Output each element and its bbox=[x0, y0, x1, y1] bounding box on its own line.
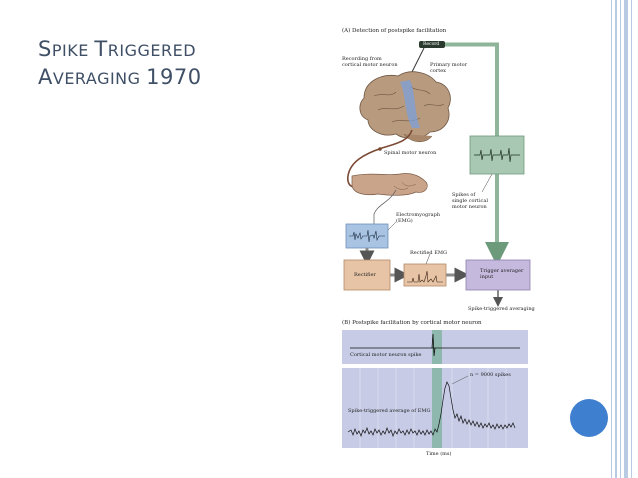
rectified-emg-box bbox=[403, 263, 447, 287]
n-spikes-callout bbox=[451, 375, 469, 385]
rectified-emg-label: Rectified EMG bbox=[410, 250, 447, 256]
spike-time-highlight bbox=[432, 330, 442, 364]
sta-emg-trace bbox=[347, 381, 516, 438]
time-axis-label: Time (ms) bbox=[426, 451, 452, 457]
record-label: Record bbox=[423, 41, 440, 47]
border-line bbox=[624, 0, 628, 478]
rectified-emg-callout bbox=[425, 253, 431, 265]
figure-drawing bbox=[342, 41, 531, 448]
slide-title: SPIKE TRIGGERED AVERAGING 1970 bbox=[38, 36, 298, 92]
title-smallcaps: PIKE bbox=[51, 41, 95, 60]
title-cap: S bbox=[38, 37, 52, 61]
cortex-label: cortex bbox=[430, 68, 446, 74]
record-badge bbox=[419, 41, 445, 48]
record-signal-pipe bbox=[445, 42, 499, 136]
primary-motor-label: Primary motor bbox=[430, 62, 468, 68]
brain-illustration bbox=[359, 71, 451, 139]
emg-trace bbox=[349, 229, 385, 243]
title-cap: T bbox=[94, 37, 108, 61]
border-line bbox=[620, 0, 621, 478]
rectifier-label: Rectifier bbox=[354, 272, 376, 278]
cortical-spike-label: Cortical motor neuron spike bbox=[350, 352, 422, 358]
spinal-motor-neuron-label: Spinal motor neuron bbox=[384, 150, 437, 156]
sta-time-highlight bbox=[432, 368, 442, 448]
sta-emg-label: Spike-triggered average of EMG bbox=[348, 408, 431, 414]
brain-fold bbox=[373, 85, 445, 123]
spike-triggered-averaging-label: Spike-triggered averaging bbox=[468, 306, 535, 312]
panel-b-title: (B) Postspike facilitation by cortical m… bbox=[342, 320, 482, 326]
motor-cortex-highlight bbox=[400, 80, 420, 128]
panel-a-title: (A) Detection of postspike facilitation bbox=[342, 28, 447, 34]
finger-lines bbox=[393, 181, 417, 190]
n-spikes-label: n = 9000 spikes bbox=[470, 372, 511, 378]
title-cap: A bbox=[38, 65, 53, 89]
border-line bbox=[611, 0, 612, 478]
trigger-averager-box bbox=[465, 259, 531, 291]
rectified-emg-trace bbox=[407, 270, 443, 283]
emg-label: (EMG) bbox=[396, 218, 413, 224]
rectifier-box bbox=[343, 259, 391, 291]
spinal-motor-neuron-cell bbox=[378, 147, 382, 151]
motor-neuron-label: motor neuron bbox=[452, 204, 487, 210]
emg-callout bbox=[387, 221, 397, 231]
emg-lead bbox=[373, 189, 397, 224]
cortical-spike-trace bbox=[431, 333, 436, 357]
spike-triggered-averaging-figure: (A) Detection of postspike facilitation … bbox=[334, 26, 535, 458]
border-line bbox=[615, 0, 617, 478]
trigger-averager-label: Trigger averager bbox=[480, 268, 524, 274]
spike-trace bbox=[474, 147, 520, 163]
title-smallcaps: VERAGING bbox=[52, 69, 147, 88]
spikes-of-label: Spikes of bbox=[452, 192, 476, 198]
hand-illustration bbox=[351, 173, 428, 196]
border-line bbox=[631, 0, 632, 478]
cortical-motor-neuron-label: cortical motor neuron bbox=[342, 62, 398, 68]
spikes-callout bbox=[481, 173, 493, 193]
title-smallcaps: RIGGERED bbox=[107, 41, 197, 60]
electromyograph-label: Electromyograph bbox=[396, 212, 440, 218]
single-cortical-label: single cortical bbox=[452, 198, 488, 204]
title-line-1: SPIKE TRIGGERED bbox=[38, 36, 298, 64]
input-label: input bbox=[480, 274, 494, 280]
recording-from-label: Recording from bbox=[342, 56, 382, 62]
accent-circle bbox=[570, 399, 608, 437]
cerebellum bbox=[403, 133, 433, 143]
title-line-2: AVERAGING 1970 bbox=[38, 64, 298, 92]
sta-grid bbox=[359, 368, 507, 448]
title-year: 1970 bbox=[146, 65, 202, 89]
